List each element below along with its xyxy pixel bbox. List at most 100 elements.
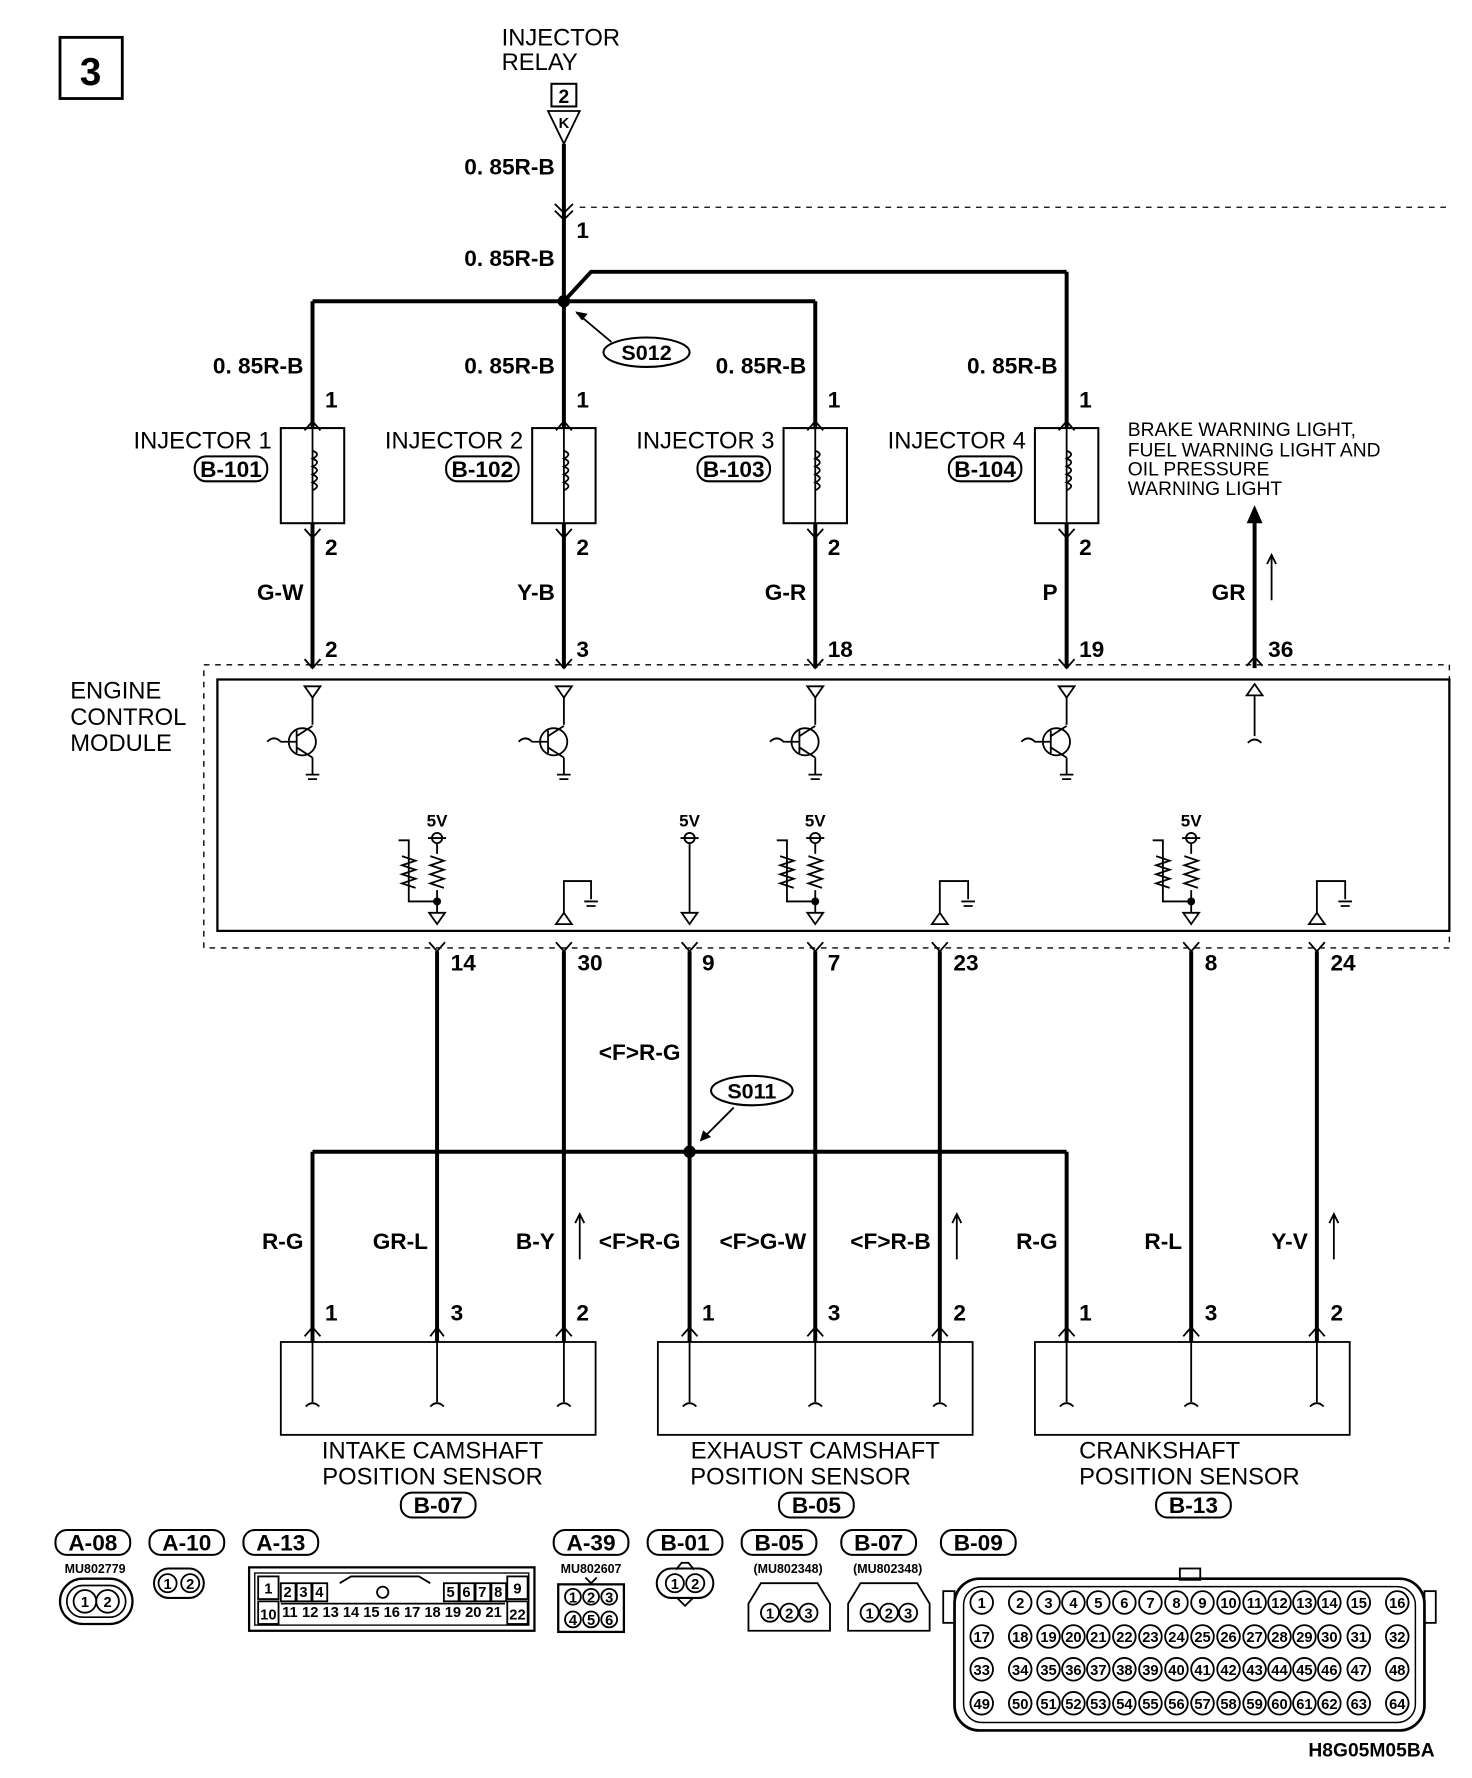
b09-pin-circle: [1216, 1691, 1241, 1716]
a39-part-number: MU802607: [561, 1562, 622, 1576]
b09-pin-circle: [1216, 1657, 1241, 1682]
b09-pin-circle: [1242, 1624, 1267, 1649]
a10-pin-1: 1: [163, 1577, 171, 1593]
injector2-terminal-marks: [555, 419, 573, 540]
exhaust-camshaft-sensor: EXHAUST CAMSHAFT POSITION SENSOR B-05: [656, 1325, 974, 1519]
b07-pin-1: 1: [866, 1606, 874, 1622]
warning-ecm-pin: 36: [1268, 637, 1293, 662]
crank-sensor-name-line1: CRANKSHAFT: [1079, 1438, 1240, 1465]
b09-pin-circle: [1346, 1624, 1371, 1649]
b09-pin-20: 20: [1065, 1630, 1081, 1646]
b09-pin-circle: [1317, 1590, 1342, 1615]
b09-pin-circle: [1242, 1691, 1267, 1716]
a13-pin-1: 1: [264, 1581, 272, 1597]
b09-pin-circle: [1242, 1657, 1267, 1682]
b07-pin-3: 3: [904, 1606, 912, 1622]
injector4-terminal-marks: [1058, 419, 1076, 540]
injector3-top-wire: 0. 85R-B: [716, 354, 807, 379]
b09-pin-circle: [1036, 1624, 1061, 1649]
tag-a08: A-08: [68, 1530, 117, 1555]
b09-pin-48: 48: [1389, 1663, 1405, 1679]
a13-pin-16: 16: [384, 1605, 400, 1621]
b09-pin-50: 50: [1012, 1697, 1028, 1713]
exhaust-wire-3-label: <F>G-W: [719, 1229, 806, 1254]
b09-pin-circle: [1216, 1624, 1241, 1649]
b09-pin-49: 49: [974, 1697, 990, 1713]
b09-pin-60: 60: [1271, 1697, 1287, 1713]
a13-pin-20: 20: [465, 1605, 481, 1621]
a39-pin-1: 1: [569, 1590, 577, 1606]
b09-pin-55: 55: [1142, 1697, 1158, 1713]
b09-pin-42: 42: [1220, 1663, 1236, 1679]
a13-pin-14: 14: [343, 1605, 360, 1621]
crank-wire-2-label: Y-V: [1271, 1229, 1307, 1254]
intake-sensor-name-line1: INTAKE CAMSHAFT: [322, 1438, 543, 1465]
b01-pin-2: 2: [691, 1577, 699, 1593]
main-wire-upper-label: 0. 85R-B: [464, 154, 555, 179]
ecm-input-24: [1307, 880, 1352, 926]
tag-a10: A-10: [162, 1530, 211, 1555]
b09-pin-circle: [1385, 1657, 1410, 1682]
b09-pin-circle: [1061, 1657, 1086, 1682]
connector-b07-face: (MU802348) 1 2 3: [847, 1562, 931, 1632]
b09-pin-circle: [1086, 1691, 1111, 1716]
a39-pin-4: 4: [569, 1613, 578, 1629]
ecm-harness-boundary: [203, 664, 1451, 949]
b09-pin-28: 28: [1271, 1630, 1287, 1646]
b09-pin-circle: [1190, 1624, 1215, 1649]
injector3-conn: B-103: [703, 457, 765, 482]
ecm-input-8: 5V: [1152, 812, 1202, 926]
crank-signal-arrow: [1328, 1211, 1340, 1260]
b09-pin-circle: [969, 1624, 994, 1649]
ecm-pin-8: 8: [1205, 951, 1218, 976]
b01-pin-1: 1: [671, 1577, 679, 1593]
b09-pin-63: 63: [1351, 1697, 1367, 1713]
b09-pin-circle: [1385, 1590, 1410, 1615]
a08-pin-1: 1: [81, 1595, 89, 1611]
tag-b01-oval: [646, 1528, 724, 1556]
b09-pin-6: 6: [1120, 1596, 1128, 1612]
b09-pin-56: 56: [1168, 1697, 1184, 1713]
b09-pin-circle: [1164, 1657, 1189, 1682]
diagram-code: H8G05M05BA: [1308, 1740, 1434, 1761]
injector1-conn-oval: [193, 455, 269, 483]
splice-s012-label: S012: [621, 341, 671, 365]
a13-pin-6: 6: [462, 1585, 470, 1601]
ecm-input-14-7: 5V: [398, 812, 448, 926]
b05-pin-3: 3: [804, 1606, 812, 1622]
b09-pin-3: 3: [1044, 1596, 1052, 1612]
b09-pin-11: 11: [1247, 1596, 1263, 1612]
injector-1: 0. 85R-B 1 INJECTOR 1 B-101 2 G-W 2: [134, 301, 346, 670]
b09-pin-circle: [1007, 1691, 1033, 1716]
injector2-top-wire: 0. 85R-B: [464, 354, 555, 379]
b09-pin-29: 29: [1296, 1630, 1312, 1646]
relay-connector-triangle: [546, 110, 582, 146]
crank-wire-1-label: R-G: [1016, 1229, 1057, 1254]
a13-pin-4: 4: [315, 1585, 324, 1601]
a39-pin-6: 6: [605, 1613, 613, 1629]
b09-pin-circle: [1346, 1691, 1371, 1716]
injector2-conn-oval: [445, 455, 520, 483]
tag-b05-oval: [740, 1528, 818, 1556]
ecm-5v-label-c: 5V: [805, 812, 826, 831]
ecm-input-23: [930, 880, 975, 926]
tag-b07: B-07: [854, 1530, 903, 1555]
b09-pin-2: 2: [1016, 1596, 1024, 1612]
splice-s011-dot: [683, 1145, 696, 1158]
a10-pin-2: 2: [186, 1577, 194, 1593]
exhaust-pin-2: 2: [953, 1300, 966, 1325]
a08-pin-2: 2: [103, 1595, 111, 1611]
injector4-pin-top: 1: [1079, 388, 1092, 413]
splice-s011-arrow: [699, 1130, 712, 1142]
ecm-pin-23: 23: [953, 951, 978, 976]
b09-pin-59: 59: [1246, 1697, 1262, 1713]
b09-pin-45: 45: [1296, 1663, 1312, 1679]
injector1-bottom-wire: G-W: [257, 580, 304, 605]
tag-b09: B-09: [954, 1530, 1003, 1555]
b09-pin-circle: [1138, 1691, 1163, 1716]
injector4-coil-icon: [1064, 449, 1073, 492]
exhaust-wire-1-label: <F>R-G: [599, 1229, 681, 1254]
ecm-input-30: [554, 880, 598, 926]
a13-pin-2: 2: [284, 1585, 292, 1601]
injector4-ecm-pin: 19: [1079, 637, 1104, 662]
